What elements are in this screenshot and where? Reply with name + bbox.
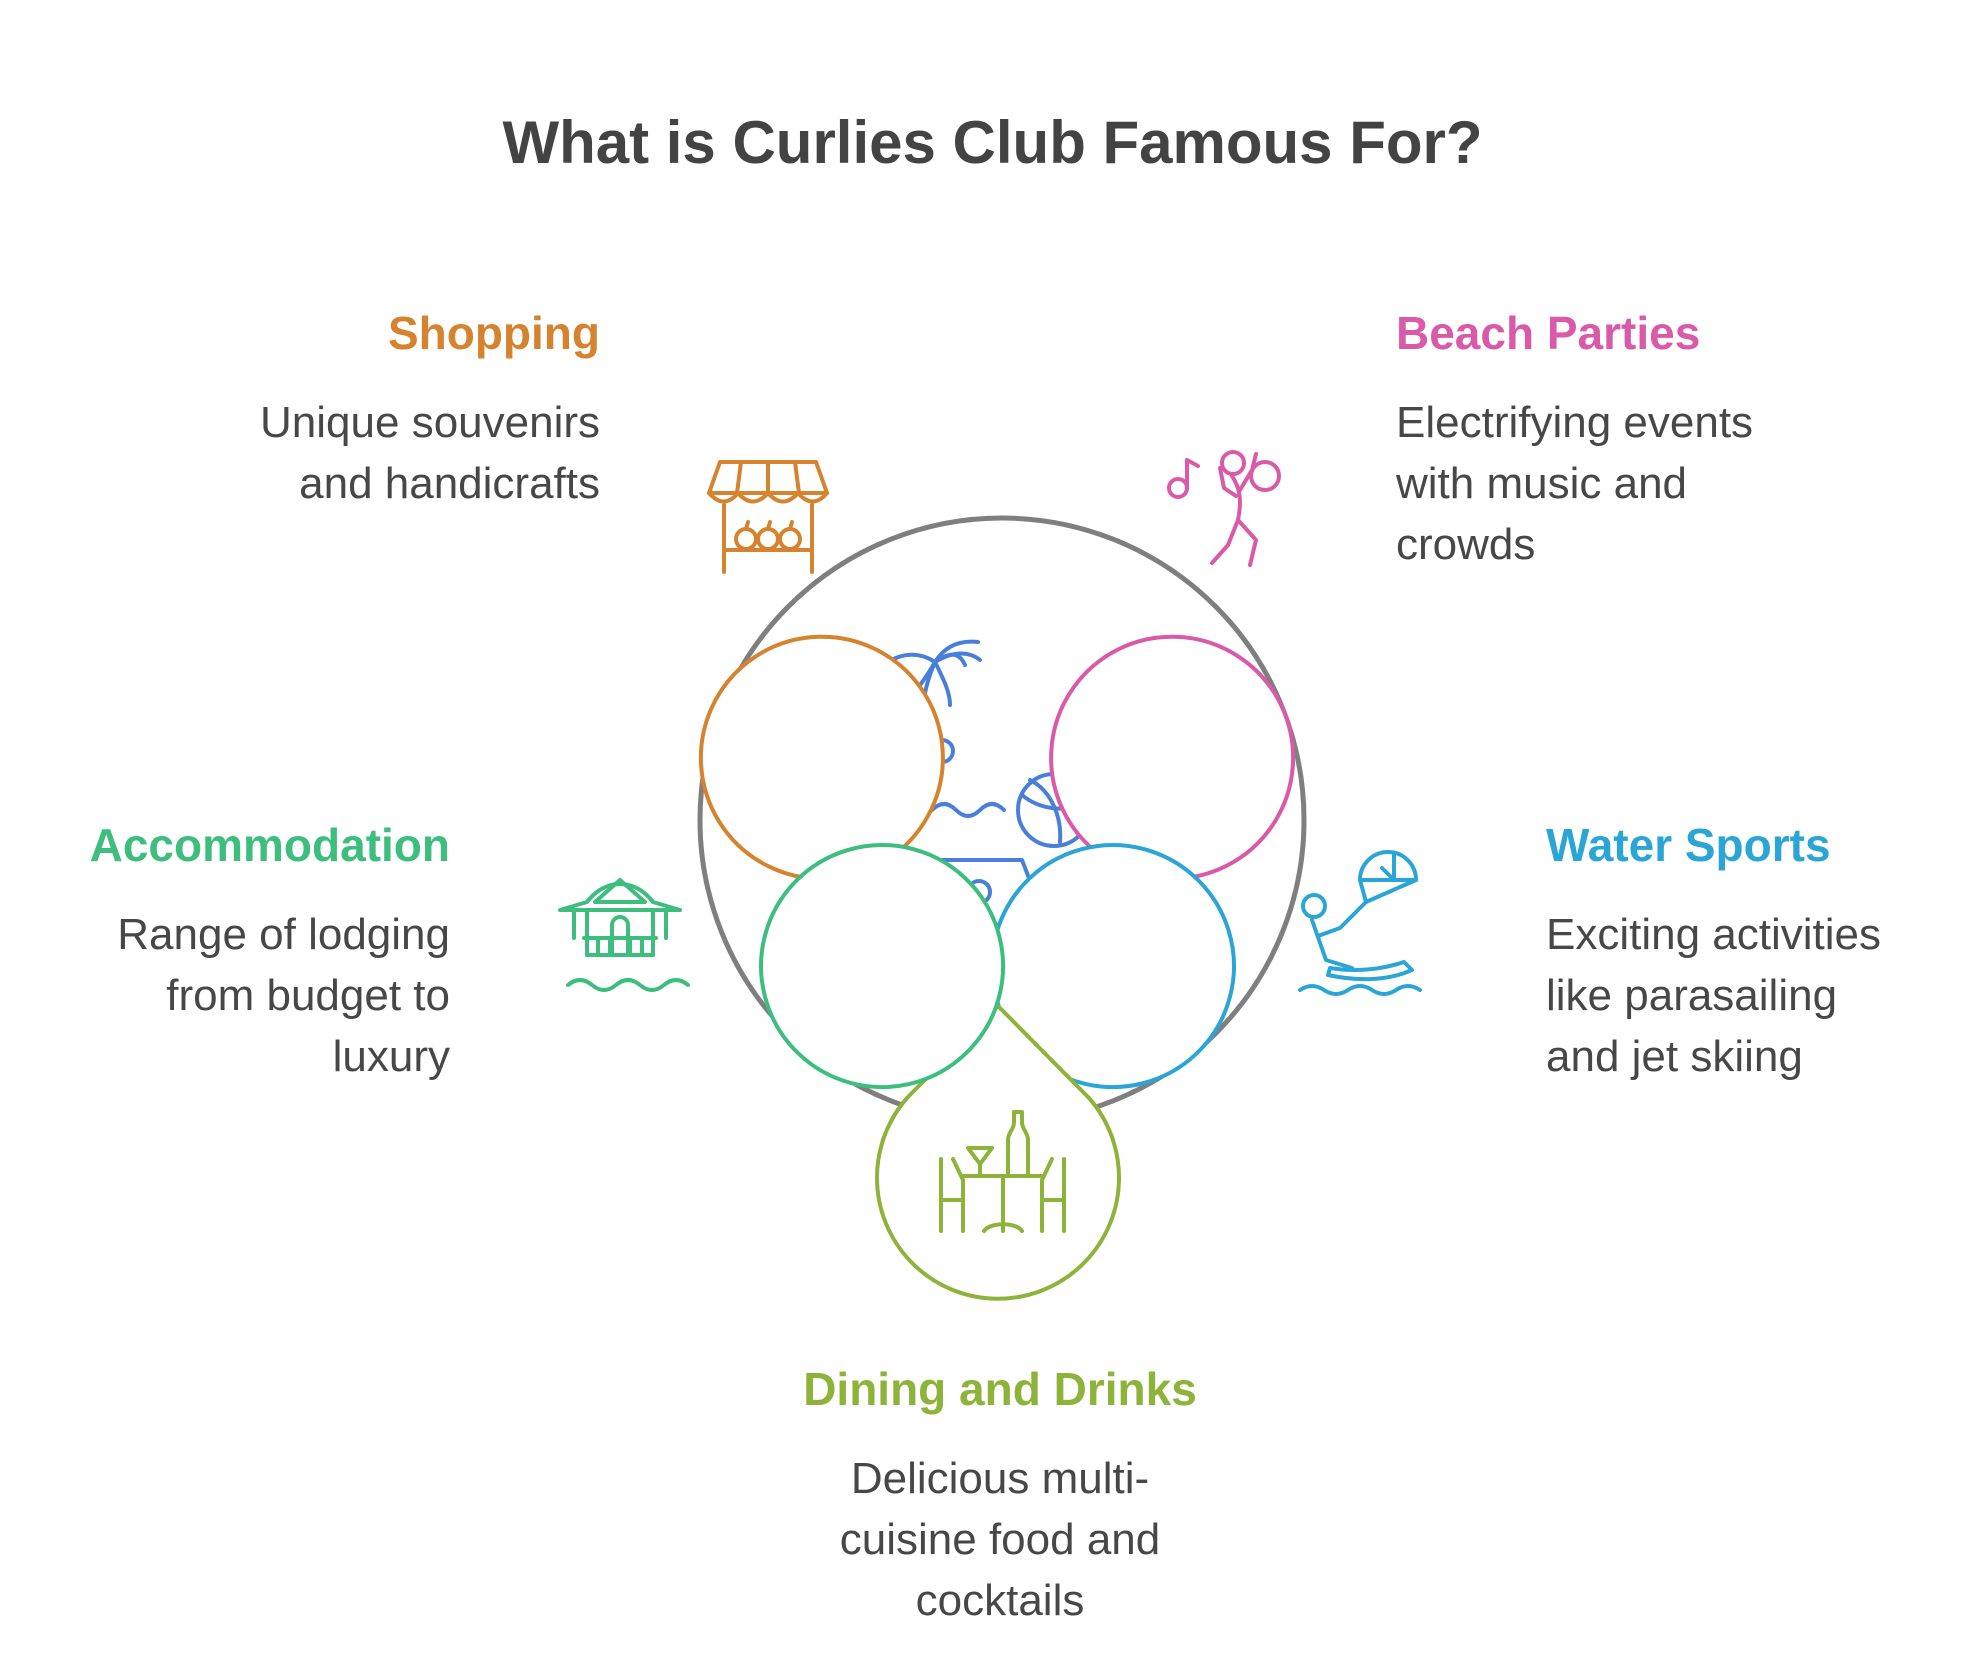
dancing-person-icon bbox=[1167, 450, 1281, 567]
shopping-description: Unique souvenirs and handicrafts bbox=[260, 398, 600, 508]
dining-petal bbox=[875, 1003, 1121, 1301]
accommodation-petal bbox=[759, 843, 1006, 1090]
beach-hut-icon bbox=[558, 878, 690, 992]
shopping-petal bbox=[698, 634, 945, 881]
market-stall-icon bbox=[707, 460, 829, 574]
beach-parties-heading: Beach Parties bbox=[1396, 307, 1701, 359]
water-sports-description: Exciting activities like parasailing and… bbox=[1546, 910, 1882, 1081]
dining-description: Delicious multi- cuisine food and cockta… bbox=[839, 1454, 1161, 1625]
beach-parties-petal bbox=[1049, 634, 1296, 881]
page-title: What is Curlies Club Famous For? bbox=[502, 109, 1483, 176]
water-sports-heading: Water Sports bbox=[1546, 819, 1831, 871]
accommodation-description: Range of lodging from budget to luxury bbox=[117, 910, 450, 1081]
accommodation-heading: Accommodation bbox=[89, 819, 450, 871]
dining-heading: Dining and Drinks bbox=[803, 1363, 1197, 1415]
parasailing-icon bbox=[1298, 850, 1422, 996]
shopping-heading: Shopping bbox=[387, 307, 600, 359]
beach-parties-description: Electrifying events with music and crowd… bbox=[1396, 398, 1754, 569]
dining-table-icon bbox=[939, 1110, 1066, 1233]
